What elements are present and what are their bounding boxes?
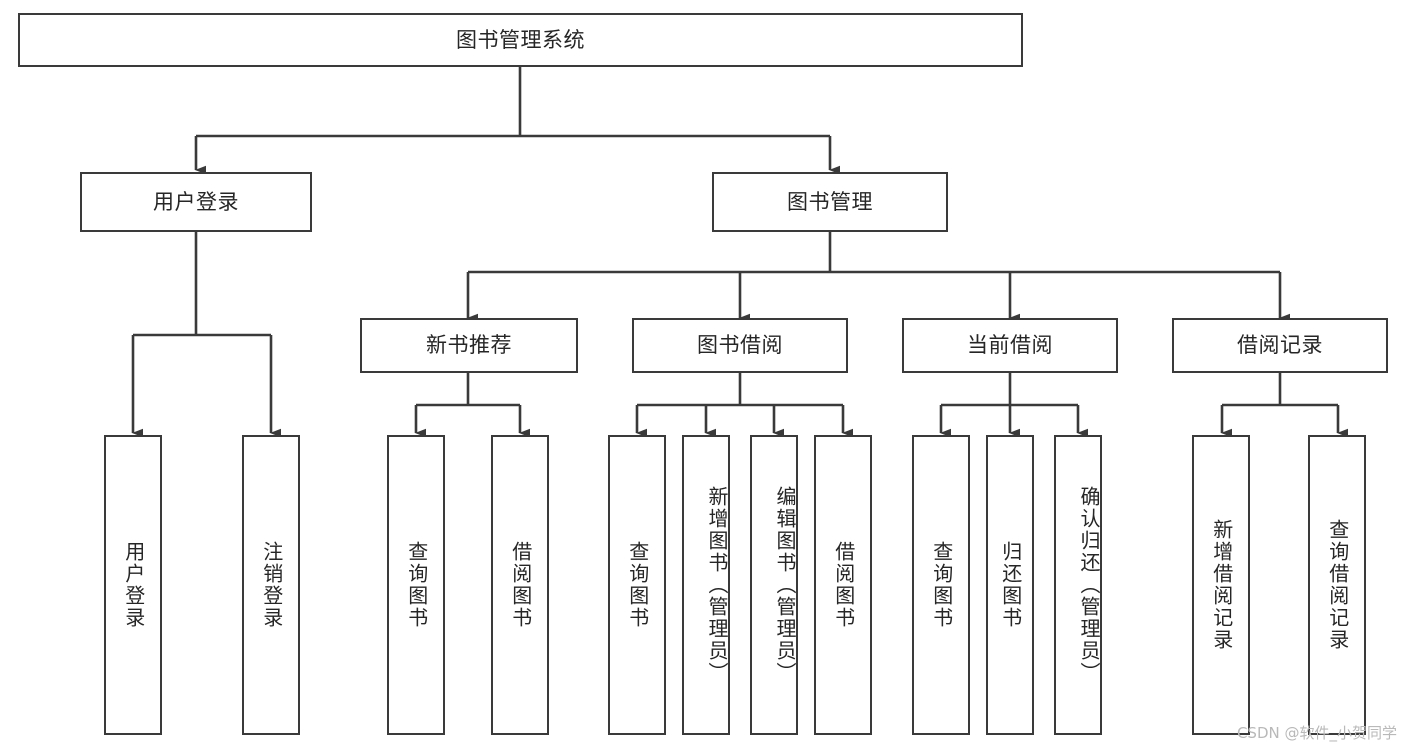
node-current-borrow-label: 当前借阅 bbox=[967, 333, 1053, 358]
node-leaf-query-book-2-label: 查询图书 bbox=[625, 541, 650, 629]
node-leaf-edit-book-label: 编辑图书（管理员） bbox=[773, 486, 797, 684]
node-leaf-confirm-return[interactable]: 确认归还（管理员） bbox=[1054, 435, 1102, 735]
node-root[interactable]: 图书管理系统 bbox=[18, 13, 1023, 67]
node-root-label: 图书管理系统 bbox=[456, 27, 585, 52]
node-leaf-query-book-1[interactable]: 查询图书 bbox=[387, 435, 445, 735]
node-leaf-add-record-label: 新增借阅记录 bbox=[1209, 519, 1234, 651]
node-user-login-label: 用户登录 bbox=[153, 189, 239, 214]
node-book-borrow-label: 图书借阅 bbox=[697, 333, 783, 358]
node-book-manage-label: 图书管理 bbox=[787, 189, 873, 214]
node-leaf-edit-book[interactable]: 编辑图书（管理员） bbox=[750, 435, 798, 735]
node-leaf-add-book[interactable]: 新增图书（管理员） bbox=[682, 435, 730, 735]
node-leaf-logout-label: 注销登录 bbox=[259, 541, 284, 629]
node-leaf-query-record-label: 查询借阅记录 bbox=[1325, 519, 1350, 651]
node-leaf-query-book-1-label: 查询图书 bbox=[404, 541, 429, 629]
node-leaf-borrow-book-2[interactable]: 借阅图书 bbox=[814, 435, 872, 735]
node-current-borrow[interactable]: 当前借阅 bbox=[902, 318, 1118, 373]
node-leaf-borrow-book-1[interactable]: 借阅图书 bbox=[491, 435, 549, 735]
node-leaf-logout[interactable]: 注销登录 bbox=[242, 435, 300, 735]
node-book-manage[interactable]: 图书管理 bbox=[712, 172, 948, 232]
node-leaf-query-book-3-label: 查询图书 bbox=[929, 541, 954, 629]
node-leaf-borrow-book-1-label: 借阅图书 bbox=[508, 541, 533, 629]
node-leaf-add-record[interactable]: 新增借阅记录 bbox=[1192, 435, 1250, 735]
node-leaf-query-book-2[interactable]: 查询图书 bbox=[608, 435, 666, 735]
node-leaf-add-book-label: 新增图书（管理员） bbox=[705, 486, 729, 684]
node-leaf-return-book[interactable]: 归还图书 bbox=[986, 435, 1034, 735]
node-user-login[interactable]: 用户登录 bbox=[80, 172, 312, 232]
node-new-book-rec[interactable]: 新书推荐 bbox=[360, 318, 578, 373]
node-leaf-query-book-3[interactable]: 查询图书 bbox=[912, 435, 970, 735]
node-book-borrow[interactable]: 图书借阅 bbox=[632, 318, 848, 373]
csdn-watermark: CSDN @软件_小贺同学 bbox=[1236, 724, 1397, 742]
node-borrow-record[interactable]: 借阅记录 bbox=[1172, 318, 1388, 373]
node-leaf-user-login-label: 用户登录 bbox=[121, 541, 146, 629]
node-leaf-return-book-label: 归还图书 bbox=[998, 541, 1023, 629]
node-leaf-query-record[interactable]: 查询借阅记录 bbox=[1308, 435, 1366, 735]
node-borrow-record-label: 借阅记录 bbox=[1237, 333, 1323, 358]
node-leaf-borrow-book-2-label: 借阅图书 bbox=[831, 541, 856, 629]
node-leaf-user-login[interactable]: 用户登录 bbox=[104, 435, 162, 735]
node-leaf-confirm-return-label: 确认归还（管理员） bbox=[1077, 486, 1101, 684]
node-new-book-rec-label: 新书推荐 bbox=[426, 333, 512, 358]
